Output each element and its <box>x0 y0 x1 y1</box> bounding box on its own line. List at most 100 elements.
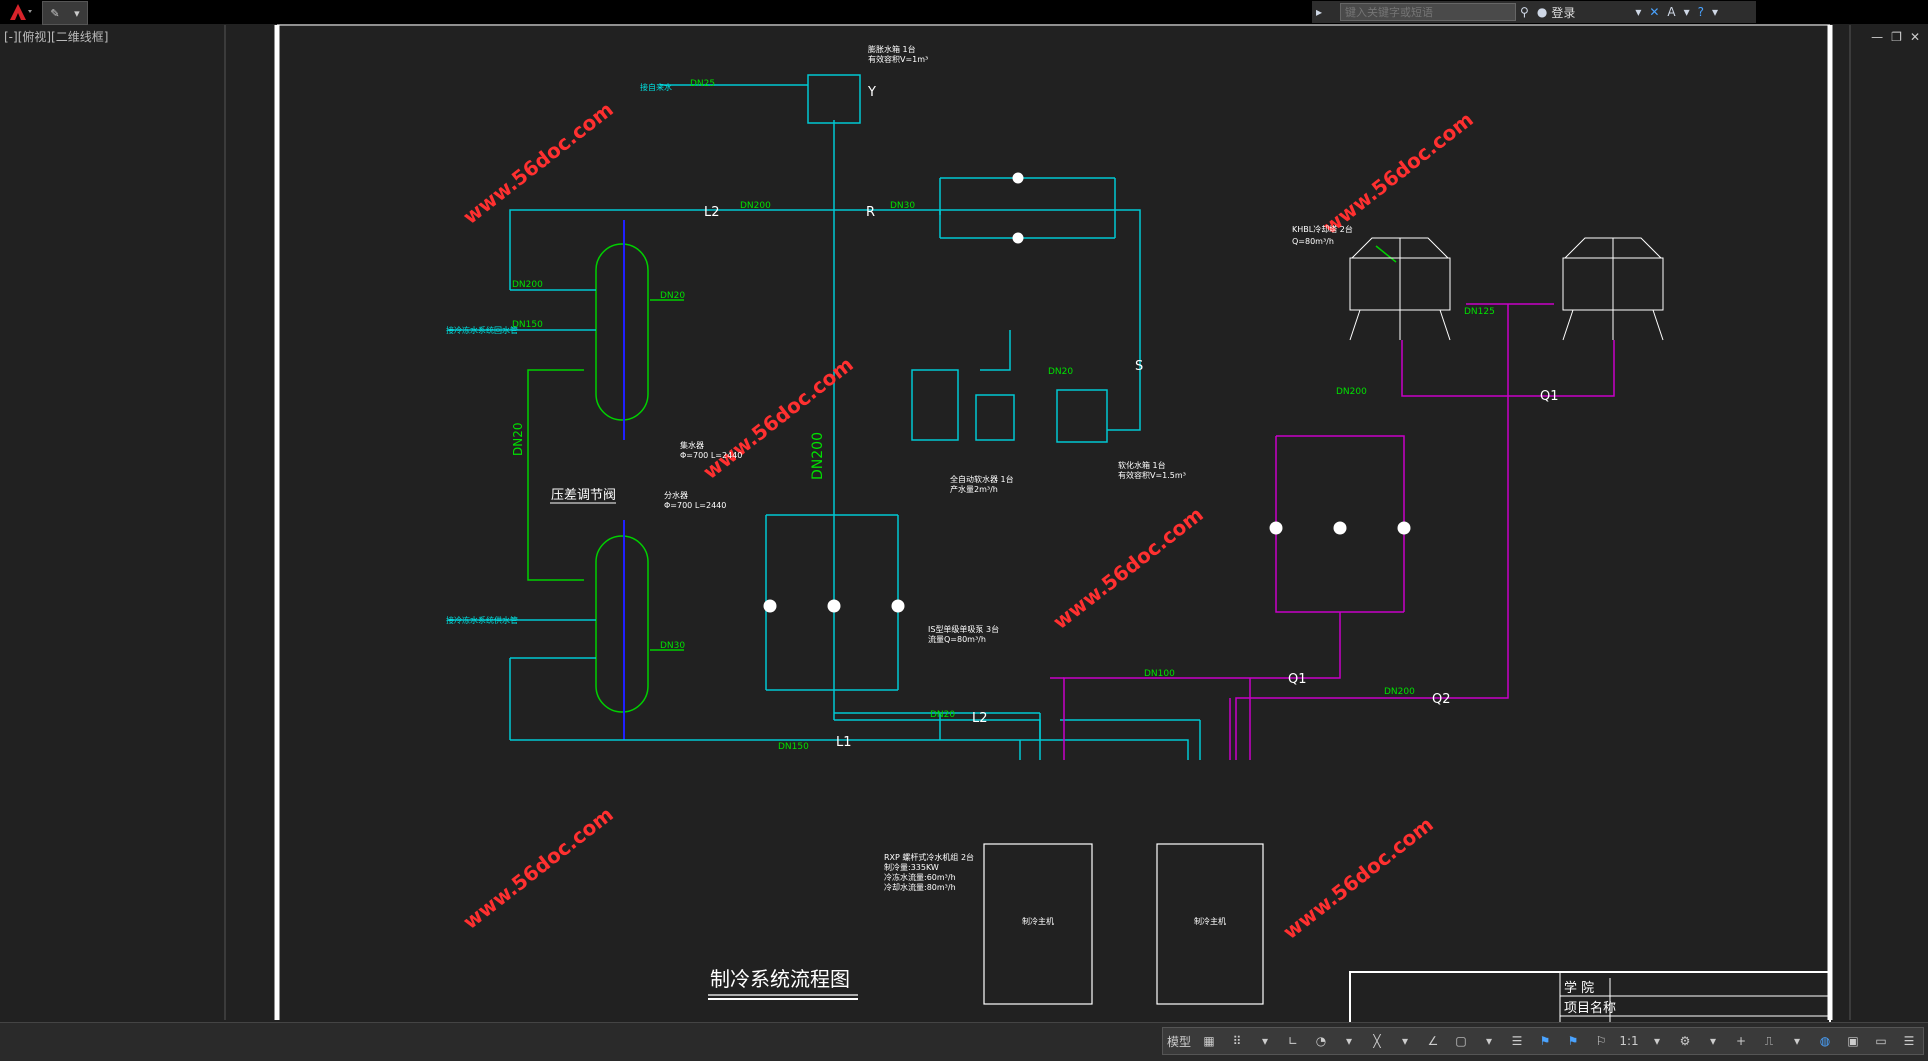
note-expansion: 膨胀水箱 1台 <box>868 44 916 54</box>
note-chiller-spec2: 冷冻水流量:60m³/h <box>884 872 956 882</box>
minimize-icon[interactable]: — <box>1871 30 1884 44</box>
valve-title: 压差调节阀 <box>551 488 616 503</box>
chevron-down-icon[interactable]: ▾ <box>1712 5 1719 19</box>
note-tower-spec: Q=80m³/h <box>1292 237 1334 246</box>
lineweight-icon[interactable]: ☰ <box>1511 1034 1523 1048</box>
hardware-accel-icon[interactable]: ▣ <box>1847 1034 1859 1048</box>
cooling-tower-a <box>1349 237 1451 341</box>
chevron-down-icon[interactable]: ▾ <box>1793 1034 1801 1048</box>
chiller-a-label: 制冷主机 <box>1022 916 1054 926</box>
title-block-project: 项目名称 <box>1564 1000 1616 1016</box>
note-chiller-spec1: 制冷量:335KW <box>884 862 939 872</box>
annotation-monitor-icon[interactable]: ⚑ <box>1539 1034 1551 1048</box>
note-distributor-spec: Φ=700 L=2440 <box>664 501 726 510</box>
isolate-icon[interactable]: ◍ <box>1819 1034 1831 1048</box>
gear-icon[interactable]: ⚙ <box>1679 1034 1691 1048</box>
osnap-icon[interactable]: ∠ <box>1427 1034 1439 1048</box>
customize-menu-icon[interactable]: ☰ <box>1903 1034 1915 1048</box>
chevron-down-icon[interactable]: ▾ <box>1709 1034 1717 1048</box>
annotation-scale-icon[interactable]: ⚐ <box>1595 1034 1607 1048</box>
status-tools: 模型 ▦ ⠿ ▾ ∟ ◔ ▾ ╳ ▾ ∠ ▢ ▾ ☰ ⚑ ⚑ ⚐ 1:1 ▾ ⚙… <box>1161 1027 1924 1055</box>
note-expansion-spec: 有效容积V=1m³ <box>868 54 928 64</box>
note-tower: KHBL冷却塔 2台 <box>1292 224 1353 234</box>
note-collector: 集水器 <box>680 440 704 450</box>
label-dn20-tank: DN20 <box>1048 367 1073 377</box>
note-softener-spec: 产水量2m³/h <box>950 484 998 494</box>
note-supply-left: 接冷冻水系统供水管 <box>446 615 518 625</box>
drawing-canvas[interactable]: www.56doc.com www.56doc.com www.56doc.co… <box>0 24 1928 1024</box>
edit-icon[interactable]: ✎ <box>50 6 60 20</box>
svg-text:www.56doc.com: www.56doc.com <box>1318 107 1477 239</box>
annotation-visibility-icon[interactable]: ⚑ <box>1567 1034 1579 1048</box>
label-dn25: DN25 <box>690 79 715 89</box>
chevron-down-icon[interactable]: ▾ <box>1345 1034 1353 1048</box>
title-block-college: 学 院 <box>1564 980 1594 996</box>
units-icon[interactable]: ⎍ <box>1764 1033 1774 1048</box>
label-dn200-q1: DN200 <box>1336 387 1367 397</box>
viewport-controls-label[interactable]: [-][俯视][二维线框] <box>4 30 109 44</box>
label-dn20-bottom: DN20 <box>930 710 955 720</box>
quick-access-toolbar[interactable]: ✎ ▾ <box>42 1 88 25</box>
search-input[interactable] <box>1340 3 1517 21</box>
title-bar: ✎ ▾ ▸ ⚲ ● 登录 ▾ ✕ A ▾ ? ▾ <box>0 0 1928 25</box>
collector-vessel <box>595 220 649 440</box>
chevron-down-icon[interactable]: ▾ <box>1485 1034 1493 1048</box>
help-icon[interactable]: ? <box>1697 5 1705 19</box>
chevron-down-icon[interactable]: ▾ <box>74 6 80 20</box>
user-icon[interactable]: ● <box>1536 5 1548 19</box>
label-L2-lower: L2 <box>972 711 988 726</box>
window-controls: — ❐ ✕ <box>1871 30 1920 44</box>
expand-arrow-icon[interactable]: ▸ <box>1316 5 1323 19</box>
svg-text:www.56doc.com: www.56doc.com <box>1048 502 1207 634</box>
label-S: S <box>1135 359 1143 374</box>
label-dn20-bypass: DN20 <box>511 423 525 457</box>
label-Q2: Q2 <box>1432 692 1451 707</box>
chevron-down-icon[interactable]: ▾ <box>1261 1034 1269 1048</box>
isodraft-icon[interactable]: ╳ <box>1373 1034 1381 1048</box>
plus-icon[interactable]: + <box>1735 1034 1747 1048</box>
exchange-icon[interactable]: ✕ <box>1649 5 1660 19</box>
chevron-down-icon[interactable]: ▾ <box>1401 1034 1409 1048</box>
a360-icon[interactable]: A <box>1667 5 1676 19</box>
label-dn100: DN100 <box>1144 669 1175 679</box>
chiller-b-label: 制冷主机 <box>1194 916 1226 926</box>
application-menu-button[interactable] <box>0 0 42 24</box>
label-Y: Y <box>867 85 876 100</box>
note-collector-spec: Φ=700 L=2440 <box>680 451 742 460</box>
label-dn20-top-right: DN20 <box>660 291 685 301</box>
ortho-icon[interactable]: ∟ <box>1287 1034 1299 1048</box>
model-space-button[interactable]: 模型 <box>1166 1034 1191 1049</box>
label-R: R <box>866 205 875 220</box>
label-dn30-bottom-right: DN30 <box>660 641 685 651</box>
snap-icon[interactable]: ⠿ <box>1232 1034 1242 1048</box>
distributor-vessel <box>595 520 649 740</box>
label-L1: L1 <box>836 735 852 750</box>
label-dn200-left: DN200 <box>512 280 543 290</box>
restore-icon[interactable]: ❐ <box>1891 30 1902 44</box>
label-dn200-q2: DN200 <box>1384 687 1415 697</box>
chevron-down-icon[interactable]: ▾ <box>1635 5 1642 19</box>
osnap3d-icon[interactable]: ▢ <box>1455 1034 1467 1048</box>
login-label[interactable]: 登录 <box>1551 5 1576 20</box>
clean-screen-icon[interactable]: ▭ <box>1875 1034 1887 1048</box>
label-dn200-top: DN200 <box>740 201 771 211</box>
svg-text:www.56doc.com: www.56doc.com <box>458 97 617 229</box>
autocad-logo-icon <box>10 4 32 20</box>
note-pump: IS型单级单吸泵 3台 <box>928 624 999 634</box>
note-softener: 全自动软水器 1台 <box>950 474 1014 484</box>
svg-text:www.56doc.com: www.56doc.com <box>458 802 617 934</box>
chevron-down-icon[interactable]: ▾ <box>1683 5 1690 19</box>
chiller-unit-b <box>1156 843 1264 1005</box>
grid-icon[interactable]: ▦ <box>1203 1034 1215 1048</box>
label-Q1-lower: Q1 <box>1288 672 1307 687</box>
note-chiller: RXP 螺杆式冷水机组 2台 <box>884 852 974 862</box>
scale-display[interactable]: 1:1 <box>1619 1034 1639 1048</box>
note-tank-spec: 有效容积V=1.5m³ <box>1118 470 1186 480</box>
label-dn150: DN150 <box>512 320 543 330</box>
cooling-tower-b <box>1562 237 1664 341</box>
binoculars-icon[interactable]: ⚲ <box>1520 5 1529 19</box>
close-icon[interactable]: ✕ <box>1909 30 1920 44</box>
note-tank: 软化水箱 1台 <box>1118 460 1166 470</box>
polar-icon[interactable]: ◔ <box>1315 1034 1327 1048</box>
chevron-down-icon[interactable]: ▾ <box>1653 1034 1661 1048</box>
